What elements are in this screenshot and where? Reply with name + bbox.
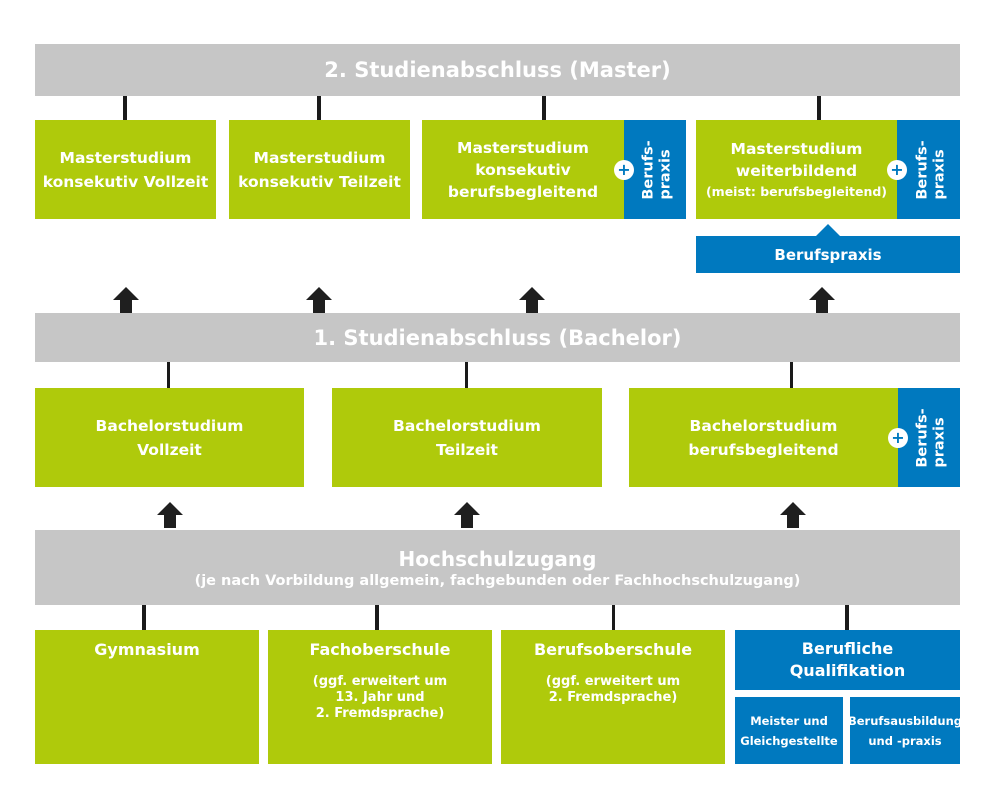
university-access-bar: Hochschulzugang (je nach Vorbildung allg… bbox=[35, 530, 960, 605]
work-experience-box: Berufspraxis bbox=[696, 236, 960, 273]
work-experience-addon-label: Berufs- praxis bbox=[915, 407, 949, 468]
box-line: Gleichgestellte bbox=[740, 733, 838, 748]
school-title: Fachoberschule bbox=[309, 640, 451, 659]
box-line: Bachelorstudium bbox=[689, 416, 838, 435]
school-box-gymnasium: Gymnasium bbox=[35, 630, 259, 764]
plus-icon: + bbox=[887, 160, 907, 180]
connector bbox=[465, 362, 468, 388]
box-line: und -praxis bbox=[868, 733, 942, 748]
vocational-qualification-box: Berufliche Qualifikation bbox=[735, 630, 960, 690]
university-access-title: Hochschulzugang bbox=[398, 546, 597, 571]
arrow-up-icon bbox=[454, 502, 480, 528]
master-consecutive-part-time-job-box: Masterstudium konsekutiv berufsbegleiten… bbox=[422, 120, 624, 219]
box-line: Masterstudium bbox=[457, 138, 589, 157]
school-title: Gymnasium bbox=[94, 640, 200, 659]
school-box-fachoberschule: Fachoberschule (ggf. erweitert um 13. Ja… bbox=[268, 630, 492, 764]
box-line: Masterstudium bbox=[730, 139, 863, 158]
vocational-training-box: Berufsausbildung und -praxis bbox=[847, 697, 963, 764]
connector bbox=[123, 96, 127, 120]
arrow-up-icon bbox=[519, 287, 545, 313]
box-line: (meist: berufsbegleitend) bbox=[705, 183, 888, 199]
master-further-education-box: Masterstudium weiterbildend (meist: beru… bbox=[696, 120, 897, 219]
work-experience-addon-label: Berufs- praxis bbox=[914, 139, 948, 200]
connector bbox=[612, 605, 615, 630]
box-line: Bachelorstudium bbox=[393, 416, 541, 435]
arrow-up-icon bbox=[306, 287, 332, 313]
box-line: Vollzeit bbox=[137, 440, 202, 459]
master-part-time-box: Masterstudium konsekutiv Teilzeit bbox=[229, 120, 410, 219]
connector bbox=[142, 605, 146, 630]
work-experience-label: Berufspraxis bbox=[774, 245, 882, 264]
school-title: Berufsoberschule bbox=[533, 640, 693, 659]
box-line: berufsbegleitend bbox=[447, 182, 599, 201]
school-note-line: 2. Fremdsprache) bbox=[548, 690, 678, 705]
box-line: weiterbildend bbox=[735, 161, 858, 180]
university-access-subtitle: (je nach Vorbildung allgemein, fachgebun… bbox=[194, 572, 801, 589]
connector bbox=[375, 605, 379, 630]
box-line: Masterstudium bbox=[59, 148, 192, 167]
arrow-up-icon bbox=[113, 287, 139, 313]
master-degree-bar: 2. Studienabschluss (Master) bbox=[35, 44, 960, 96]
box-line: Masterstudium bbox=[253, 148, 386, 167]
arrow-up-icon bbox=[157, 502, 183, 528]
connector bbox=[790, 362, 793, 388]
bachelor-degree-bar: 1. Studienabschluss (Bachelor) bbox=[35, 313, 960, 362]
box-line: Qualifikation bbox=[789, 661, 906, 680]
connector bbox=[845, 605, 849, 630]
box-line: konsekutiv bbox=[475, 160, 571, 179]
bachelor-part-time-box: Bachelorstudium Teilzeit bbox=[332, 388, 602, 487]
box-line: konsekutiv Vollzeit bbox=[42, 172, 209, 191]
work-experience-addon-label: Berufs- praxis bbox=[641, 139, 675, 200]
arrow-up-icon bbox=[809, 287, 835, 313]
box-line: berufsbegleitend bbox=[688, 440, 839, 459]
master-degree-title: 2. Studienabschluss (Master) bbox=[324, 58, 671, 82]
plus-icon: + bbox=[888, 428, 908, 448]
arrow-up-icon bbox=[780, 502, 806, 528]
work-experience-addon: Berufs- praxis bbox=[897, 120, 960, 219]
school-box-berufsoberschule: Berufsoberschule (ggf. erweitert um 2. F… bbox=[501, 630, 725, 764]
plus-icon: + bbox=[614, 160, 634, 180]
box-line: Meister und bbox=[750, 713, 828, 728]
connector bbox=[167, 362, 170, 388]
connector bbox=[542, 96, 546, 120]
box-line: Teilzeit bbox=[436, 440, 498, 459]
school-note-line: 2. Fremdsprache) bbox=[315, 706, 445, 721]
work-experience-addon: Berufs- praxis bbox=[898, 388, 960, 487]
master-craftsman-box: Meister und Gleichgestellte bbox=[735, 697, 843, 764]
connector bbox=[317, 96, 321, 120]
master-full-time-box: Masterstudium konsekutiv Vollzeit bbox=[35, 120, 216, 219]
box-line: Berufsausbildung bbox=[847, 713, 963, 728]
connector bbox=[817, 96, 821, 120]
work-experience-addon: Berufs- praxis bbox=[624, 120, 686, 219]
box-line: Bachelorstudium bbox=[95, 416, 244, 435]
box-line: Berufliche bbox=[801, 639, 894, 658]
school-note-line: (ggf. erweitert um bbox=[545, 674, 681, 689]
bachelor-part-time-job-box: Bachelorstudium berufsbegleitend bbox=[629, 388, 898, 487]
work-experience-box-shape bbox=[696, 224, 960, 273]
bachelor-degree-title: 1. Studienabschluss (Bachelor) bbox=[313, 325, 682, 350]
school-note-line: 13. Jahr und bbox=[335, 690, 425, 705]
box-line: konsekutiv Teilzeit bbox=[238, 172, 401, 191]
bachelor-full-time-box: Bachelorstudium Vollzeit bbox=[35, 388, 304, 487]
school-note-line: (ggf. erweitert um bbox=[312, 674, 448, 689]
